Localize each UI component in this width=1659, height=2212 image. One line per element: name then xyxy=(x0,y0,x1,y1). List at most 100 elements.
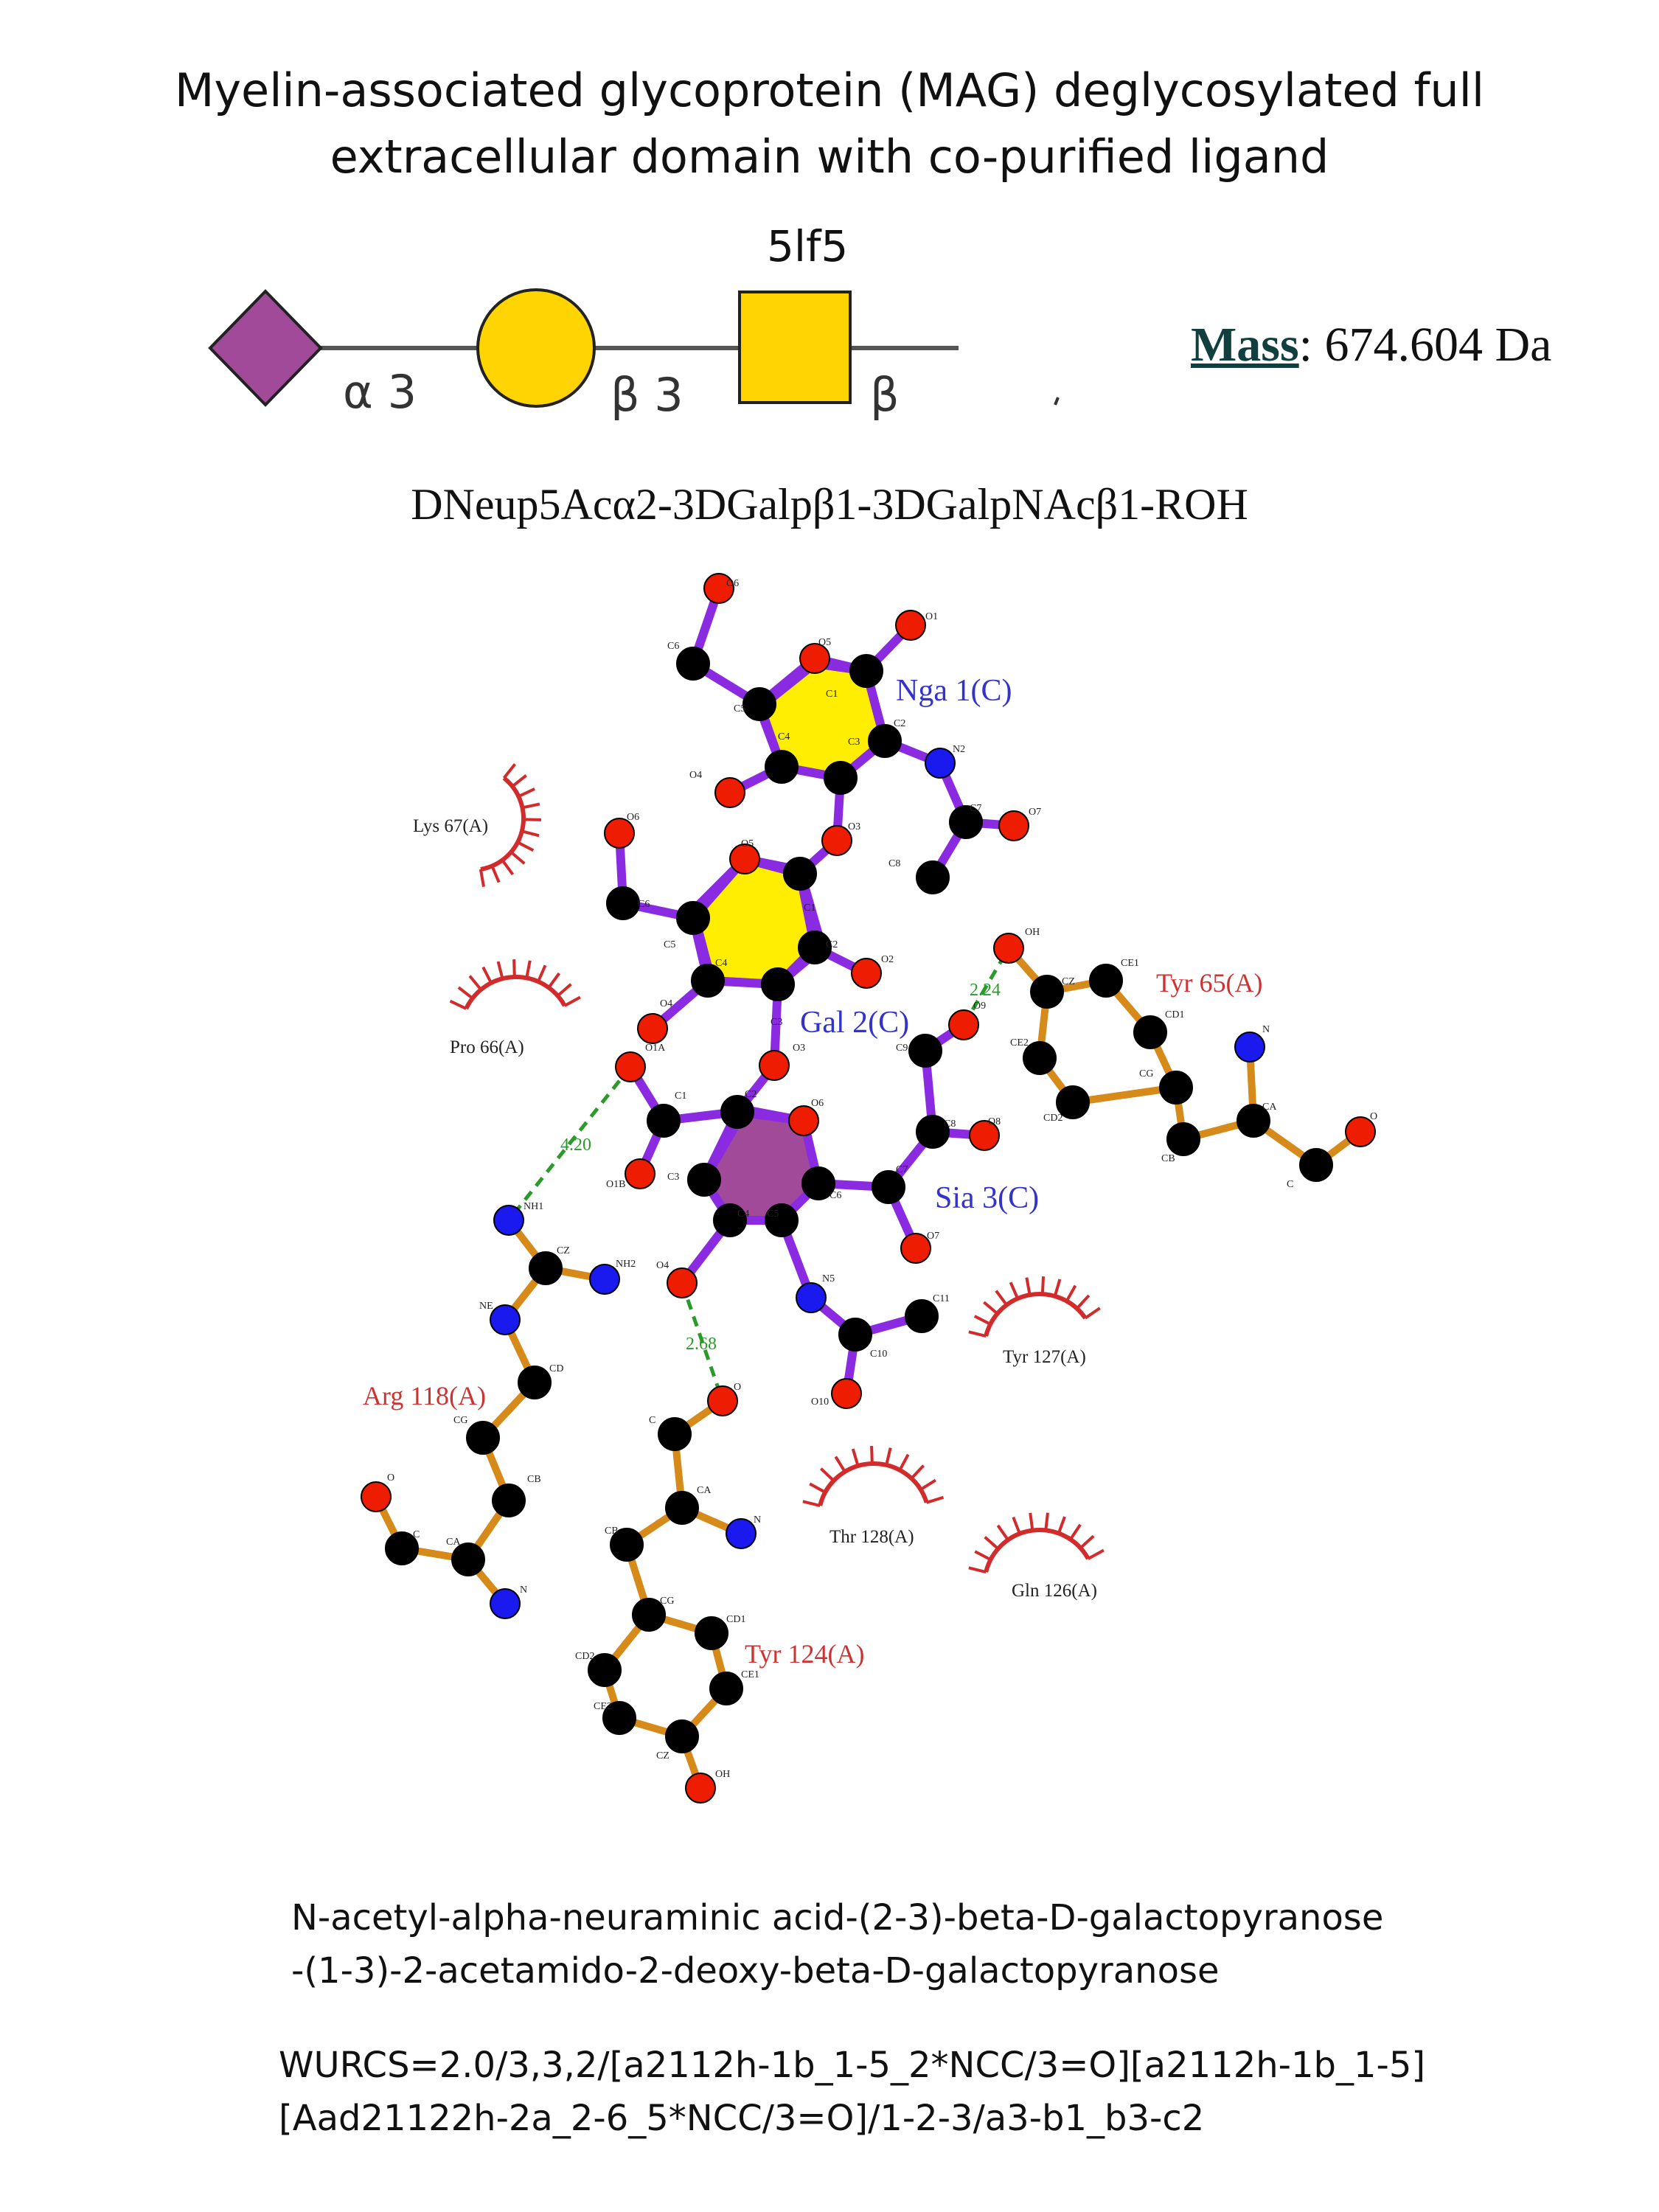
contact-spoke xyxy=(512,959,516,978)
contact-spoke xyxy=(518,787,535,798)
atom-label: O2 xyxy=(881,954,894,965)
atom-label: CB xyxy=(1161,1153,1175,1164)
contact-spoke xyxy=(557,983,572,998)
atom-label: O9 xyxy=(973,1001,986,1012)
hbond-distance-2: 4.20 xyxy=(560,1135,591,1155)
oxygen-atom xyxy=(788,1105,819,1136)
residue-label-tyr127: Tyr 127(A) xyxy=(1003,1347,1086,1367)
residue-label-lys67: Lys 67(A) xyxy=(413,816,488,836)
atom-label: C1 xyxy=(826,689,838,700)
carbon-atom xyxy=(849,654,883,688)
carbon-atom xyxy=(916,860,950,894)
stray-mark xyxy=(1054,397,1060,406)
atom-label: C4 xyxy=(778,731,790,742)
iupac-full-name: N-acetyl-alpha-neuraminic acid-(2-3)-bet… xyxy=(291,1891,1383,1997)
carbon-atom xyxy=(713,1203,747,1237)
atom-label: C3 xyxy=(771,1017,782,1028)
contact-spoke xyxy=(1009,1281,1019,1299)
atom-label: C7 xyxy=(970,803,981,814)
atom-label: C6 xyxy=(830,1190,841,1201)
atom-label: CZ xyxy=(656,1750,669,1761)
contact-spoke xyxy=(1053,1279,1062,1297)
atom-label: C6 xyxy=(667,641,679,652)
contact-arc xyxy=(464,975,567,1010)
atom-label: CD1 xyxy=(1165,1009,1184,1020)
nitrogen-atom xyxy=(1234,1032,1265,1062)
carbon-atom xyxy=(695,1616,728,1650)
atom-label: CE1 xyxy=(741,1669,759,1680)
atom-label: C10 xyxy=(870,1349,887,1360)
oxygen-atom xyxy=(667,1267,698,1298)
atom-label: N5 xyxy=(822,1273,835,1284)
contact-spoke xyxy=(898,1453,910,1471)
snfg-glycan-diagram: α 3 β 3 β xyxy=(208,288,959,422)
hbond-distance-3: 2.68 xyxy=(686,1335,717,1354)
atom-label: CE2 xyxy=(594,1701,612,1712)
carbon-atom xyxy=(466,1421,500,1455)
contact-spoke xyxy=(502,763,516,779)
atom-label: C1 xyxy=(675,1091,686,1102)
contact-spoke xyxy=(996,1524,1009,1541)
residue-label-tyr65: Tyr 65(A) xyxy=(1156,968,1262,998)
atom-label: C4 xyxy=(715,958,727,969)
atom-label: C7 xyxy=(896,1164,908,1175)
carbon-atom xyxy=(1133,1015,1167,1049)
atom-label: C3 xyxy=(848,737,860,748)
atom-label: N2 xyxy=(953,744,965,755)
atom-label: O xyxy=(387,1472,394,1484)
contact-spoke xyxy=(481,966,493,984)
atom-label: C9 xyxy=(896,1043,908,1054)
carbon-atom xyxy=(1089,964,1123,998)
carbon-atom xyxy=(602,1701,636,1735)
carbon-atom xyxy=(632,1598,666,1632)
atom-label: O6 xyxy=(726,578,739,589)
contact-spoke xyxy=(1057,1516,1066,1534)
atom-label: CE1 xyxy=(1121,958,1139,969)
atom-label: O10 xyxy=(811,1397,829,1408)
carbon-atom xyxy=(908,1034,942,1068)
protein-bond xyxy=(1069,1084,1180,1106)
contact-spoke xyxy=(834,1455,846,1473)
oxygen-atom xyxy=(1345,1116,1376,1147)
carbon-atom xyxy=(720,1095,754,1129)
carbon-atom xyxy=(905,1299,939,1333)
contact-spoke xyxy=(1044,1512,1049,1531)
atom-label: N xyxy=(1262,1024,1270,1035)
carbon-atom xyxy=(676,901,710,935)
contact-spoke xyxy=(521,830,540,838)
atom-label: C5 xyxy=(767,1208,779,1220)
atom-label: O3 xyxy=(793,1043,805,1054)
wurcs-line-2: [Aad21122h-2a_2-6_5*NCC/3=O]/1-2-3/a3-b1… xyxy=(279,2098,1205,2139)
atom-label: NH2 xyxy=(616,1259,636,1270)
mass-value: : 674.604 Da xyxy=(1298,318,1552,372)
atom-label: CB xyxy=(605,1526,619,1537)
contact-spoke xyxy=(1084,1307,1101,1320)
contact-spoke xyxy=(968,1566,987,1573)
carbon-atom xyxy=(1023,1041,1057,1075)
contact-spoke xyxy=(984,1536,1000,1550)
atom-label: O1 xyxy=(925,611,938,622)
contact-spoke xyxy=(809,1482,827,1494)
oxygen-atom xyxy=(703,573,734,604)
atom-label: CA xyxy=(446,1537,461,1548)
contact-spoke xyxy=(974,1550,992,1562)
nitrogen-atom xyxy=(925,748,956,779)
contact-spoke xyxy=(522,802,540,810)
carbon-atom xyxy=(1159,1071,1193,1105)
page-title: Myelin-associated glycoprotein (MAG) deg… xyxy=(0,58,1659,190)
contact-spoke xyxy=(819,1467,835,1482)
atom-label: C1 xyxy=(804,902,815,914)
contact-spoke xyxy=(449,999,467,1010)
carbon-atom xyxy=(529,1251,563,1285)
linkage-label-2: β 3 xyxy=(611,368,684,422)
carbon-atom xyxy=(665,1719,699,1753)
atom-label: O5 xyxy=(818,637,831,648)
contact-spoke xyxy=(511,774,527,788)
oxygen-atom xyxy=(998,810,1029,841)
atom-label: O1A xyxy=(645,1043,666,1054)
linkage-label-1: α 3 xyxy=(343,365,417,419)
atom-label: CZ xyxy=(557,1245,570,1256)
oxygen-atom xyxy=(895,610,926,641)
carbon-atom xyxy=(765,750,799,784)
